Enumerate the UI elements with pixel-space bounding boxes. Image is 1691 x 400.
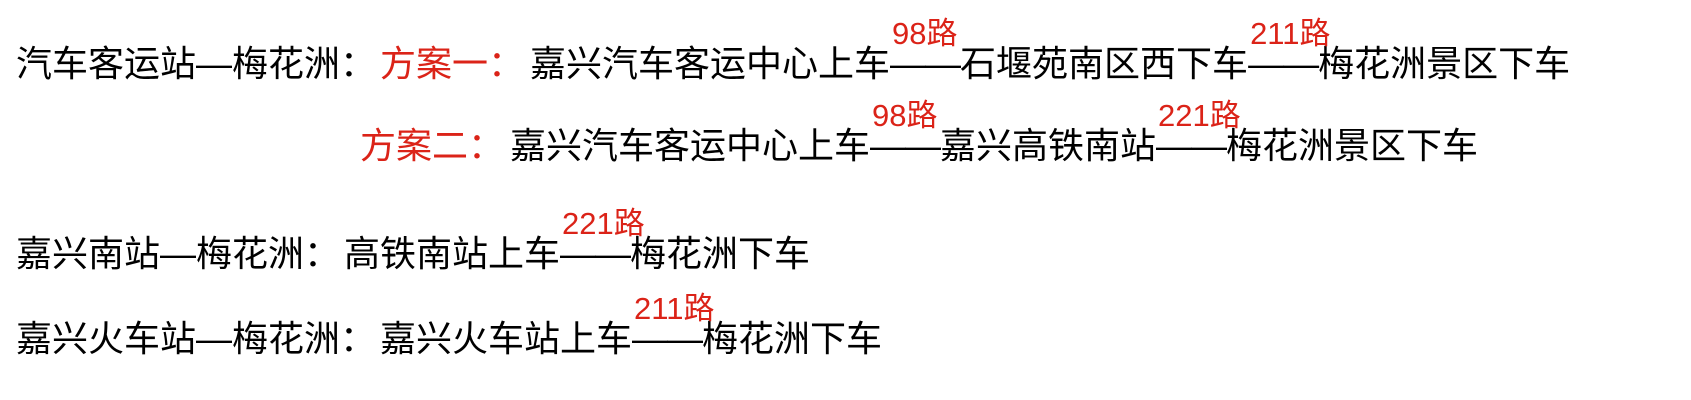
connector-dash: —— <box>1248 43 1319 84</box>
bus-route-number: 221路 <box>1158 98 1241 133</box>
route-title: 嘉兴火车站—梅花洲： <box>16 318 377 359</box>
stop-segment: 梅花洲下车 <box>702 318 883 359</box>
stop-segment: 石堰苑南区西下车 <box>960 43 1249 84</box>
connector-dash: —— <box>890 43 961 84</box>
stop-segment: 梅花洲下车 <box>630 233 811 274</box>
bus-connector: 211路—— <box>632 293 714 359</box>
bus-route-number: 98路 <box>892 16 958 51</box>
bus-connector: 98路—— <box>890 18 961 84</box>
connector-dash: —— <box>560 233 631 274</box>
stop-segment: 梅花洲景区下车 <box>1226 125 1479 166</box>
stop-segment: 高铁南站上车 <box>344 233 561 274</box>
bus-connector: 221路—— <box>560 208 645 274</box>
stop-segment: 嘉兴火车站上车 <box>380 318 633 359</box>
bus-route-number: 211路 <box>1250 16 1331 51</box>
bus-connector: 221路—— <box>1156 100 1241 166</box>
bus-connector: 98路—— <box>870 100 941 166</box>
connector-dash: —— <box>870 125 941 166</box>
stop-segment: 嘉兴高铁南站 <box>940 125 1157 166</box>
bus-route-number: 98路 <box>872 98 938 133</box>
plan-label: 方案一： <box>380 43 525 84</box>
bus-route-number: 211路 <box>634 291 715 326</box>
stop-segment: 嘉兴汽车客运中心上车 <box>510 125 871 166</box>
connector-dash: —— <box>1156 125 1227 166</box>
connector-dash: —— <box>632 318 703 359</box>
bus-route-number: 221路 <box>562 206 645 241</box>
route-title: 嘉兴南站—梅花洲： <box>16 233 341 274</box>
route-title: 汽车客运站—梅花洲： <box>16 43 377 84</box>
stop-segment: 梅花洲景区下车 <box>1318 43 1571 84</box>
bus-connector: 211路—— <box>1248 18 1330 84</box>
plan-label: 方案二： <box>360 125 505 166</box>
stop-segment: 嘉兴汽车客运中心上车 <box>530 43 891 84</box>
